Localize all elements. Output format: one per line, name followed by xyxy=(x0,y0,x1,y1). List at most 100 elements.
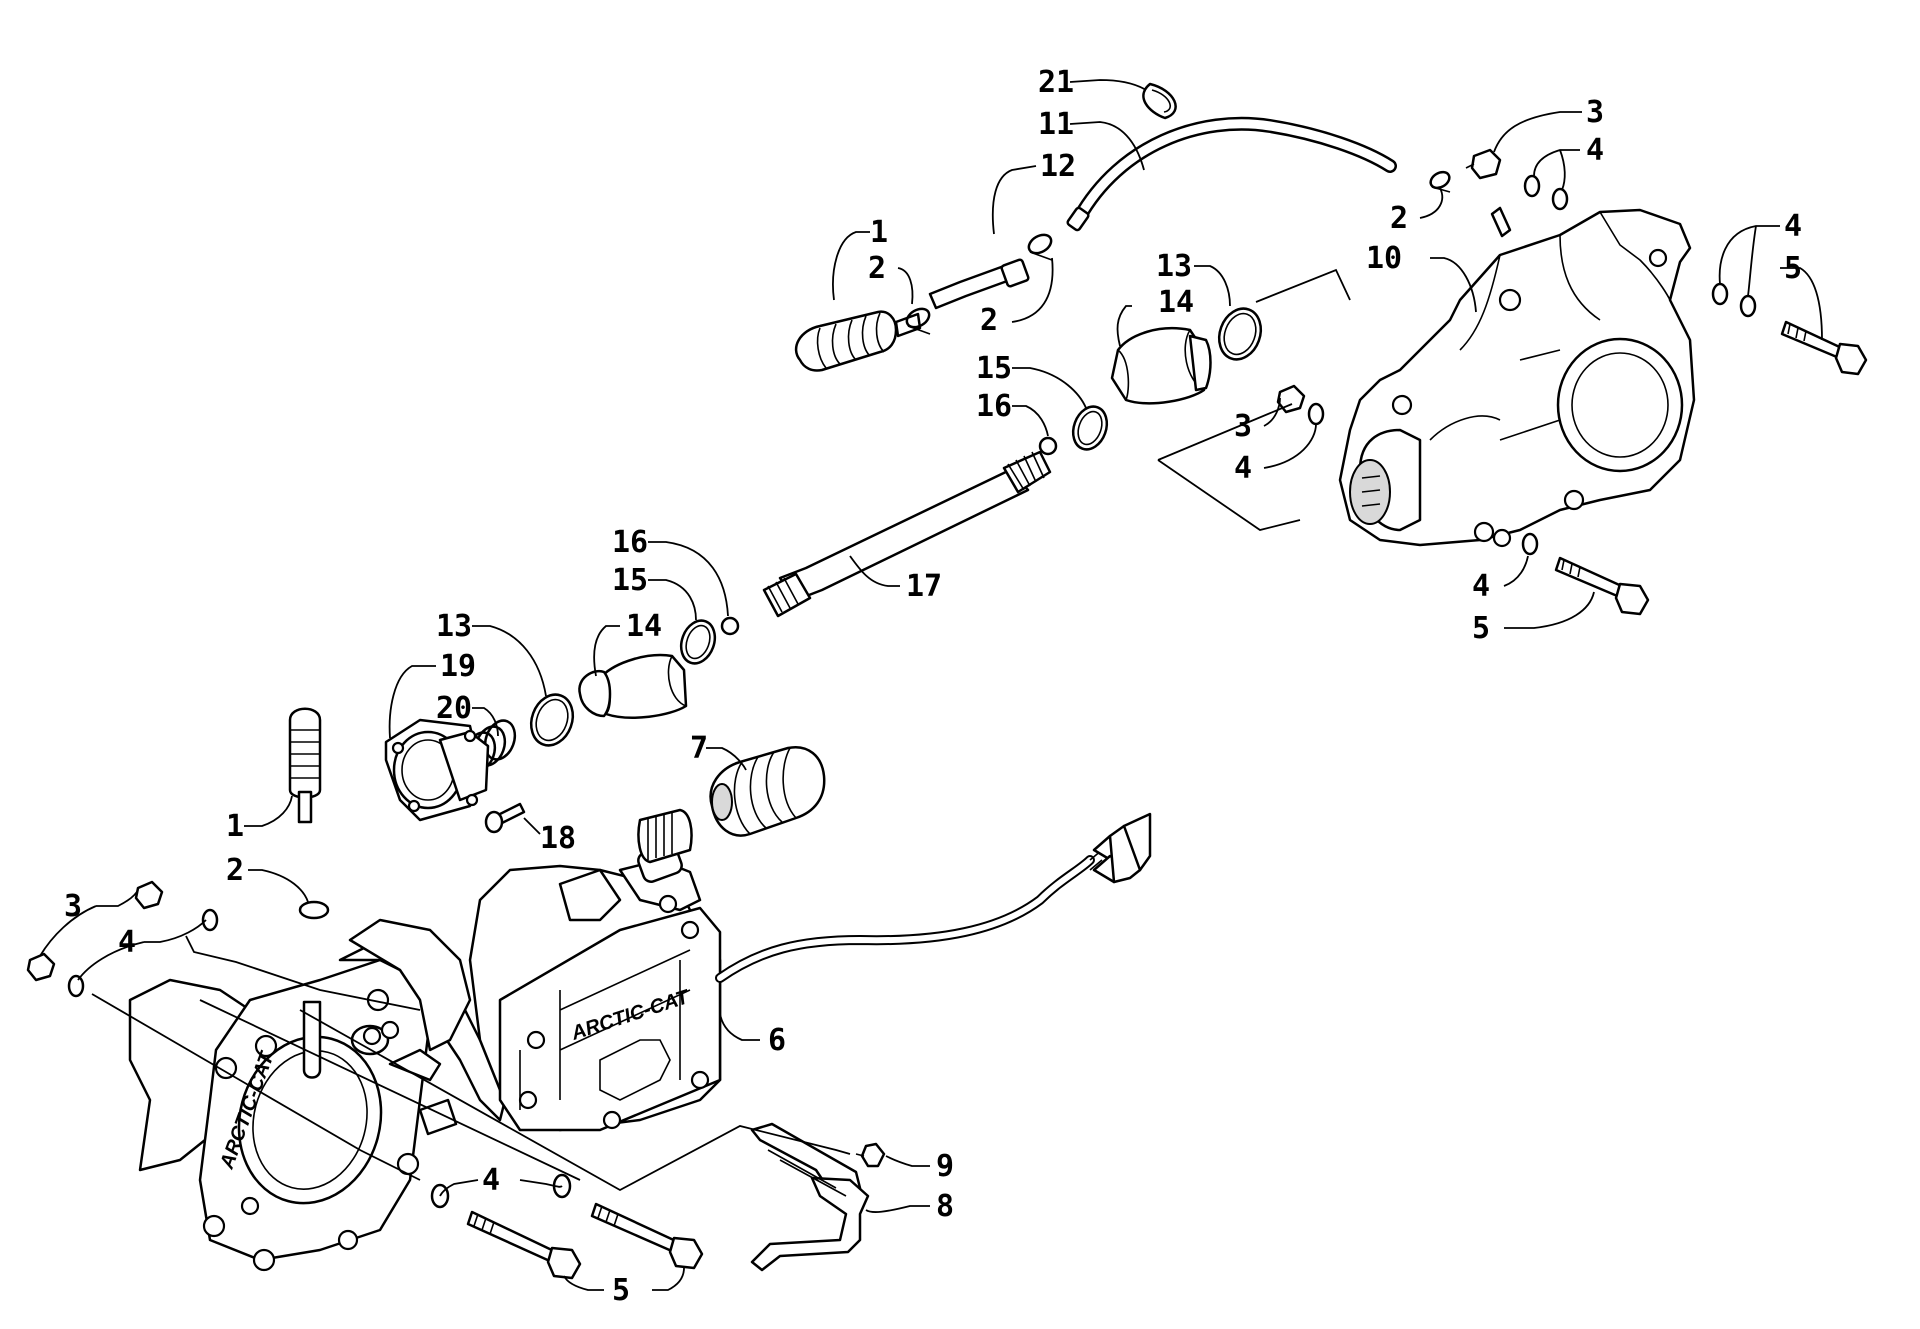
callout-4-lower-left: 4 xyxy=(77,919,207,981)
callout-2-lower: 2 xyxy=(226,853,309,903)
part-3-nut-mid-right xyxy=(1276,384,1306,414)
part-21-snap-ring xyxy=(1142,82,1177,120)
svg-text:18: 18 xyxy=(540,821,576,856)
svg-text:8: 8 xyxy=(936,1189,954,1224)
callout-13-lower: 13 xyxy=(436,609,547,697)
callout-15-upper: 15 xyxy=(976,351,1087,409)
callout-2-top-right: 2 xyxy=(1390,187,1444,236)
svg-text:4: 4 xyxy=(118,925,136,960)
svg-text:16: 16 xyxy=(976,389,1012,424)
part-2-clip-a xyxy=(905,307,931,335)
callout-10: 10 xyxy=(1366,241,1477,313)
svg-text:4: 4 xyxy=(482,1163,500,1198)
svg-text:3: 3 xyxy=(1586,95,1604,130)
svg-text:19: 19 xyxy=(440,649,476,684)
guide-line-upper-right xyxy=(1157,268,1351,531)
part-4-washer-lower-left-lower xyxy=(67,974,85,998)
svg-text:2: 2 xyxy=(868,251,886,286)
svg-text:15: 15 xyxy=(976,351,1012,386)
svg-text:5: 5 xyxy=(1784,251,1802,286)
svg-text:4: 4 xyxy=(1234,451,1252,486)
callout-20: 20 xyxy=(436,691,499,737)
callout-18: 18 xyxy=(523,817,576,856)
part-4-washer-far-right-b xyxy=(1739,294,1757,318)
part-2-clip-b xyxy=(1027,233,1053,261)
callout-8: 8 xyxy=(865,1189,954,1224)
part-4-washer-lower-left-upper xyxy=(201,908,219,932)
svg-text:2: 2 xyxy=(226,853,244,888)
callout-1-lower: 1 xyxy=(226,795,293,844)
part-3-nut-upper-right xyxy=(1465,148,1502,180)
part-14-boot-upper xyxy=(1110,326,1212,405)
callout-3-lower-left: 3 xyxy=(39,889,139,957)
callout-5-bottom: 5 xyxy=(563,1267,685,1308)
callout-21: 21 xyxy=(1038,65,1147,100)
svg-text:5: 5 xyxy=(612,1273,630,1308)
svg-text:11: 11 xyxy=(1038,107,1074,142)
part-5-bolt-bottom-a xyxy=(466,1210,582,1280)
part-19-retainer-housing xyxy=(384,718,490,822)
svg-text:14: 14 xyxy=(1158,285,1194,320)
part-12-cable-end xyxy=(928,258,1030,310)
part-3-nut-lower-left-upper xyxy=(134,880,164,910)
part-8-bracket xyxy=(750,1122,870,1272)
svg-text:20: 20 xyxy=(436,691,472,726)
svg-text:7: 7 xyxy=(690,731,708,766)
part-10-front-gear-case xyxy=(1338,206,1696,548)
part-1-rubber-boot-lower xyxy=(288,707,322,824)
callout-19: 19 xyxy=(388,649,476,739)
svg-text:14: 14 xyxy=(626,609,662,644)
part-15-ring-upper xyxy=(1071,405,1109,451)
svg-text:17: 17 xyxy=(906,569,942,604)
part-4-washer-upper-right-b xyxy=(1551,187,1569,211)
callout-3-top-right: 3 xyxy=(1493,95,1604,153)
part-16-plug-lower xyxy=(720,616,740,636)
part-14-boot-lower xyxy=(578,653,688,719)
callout-13-upper: 13 xyxy=(1156,249,1231,307)
callout-15-lower: 15 xyxy=(612,563,697,621)
part-5-bolt-far-right xyxy=(1780,320,1868,376)
gear-case-rear-housing: ARCTIC-CAT xyxy=(128,958,432,1272)
part-7-bellows-boot xyxy=(709,745,826,837)
part-1-rubber-boot-upper xyxy=(794,310,922,372)
svg-text:5: 5 xyxy=(1472,611,1490,646)
callout-4-mid-right: 4 xyxy=(1234,423,1317,486)
svg-text:6: 6 xyxy=(768,1023,786,1058)
callout-4-lower-right: 4 xyxy=(1472,555,1529,604)
part-4-washer-mid-right xyxy=(1307,402,1325,426)
part-18-screw xyxy=(484,802,526,834)
part-13-ring-upper xyxy=(1217,307,1263,361)
callout-2-top-a: 2 xyxy=(868,251,914,305)
svg-text:16: 16 xyxy=(612,525,648,560)
svg-text:10: 10 xyxy=(1366,241,1402,276)
part-5-bolt-bottom-b xyxy=(590,1202,704,1270)
callout-14-upper: 14 xyxy=(1116,285,1194,347)
part-3-nut-lower-left-lower xyxy=(26,952,56,982)
part-9-screw xyxy=(855,1142,886,1168)
svg-text:3: 3 xyxy=(64,889,82,924)
callout-2-top-b: 2 xyxy=(980,257,1054,338)
svg-text:12: 12 xyxy=(1040,149,1076,184)
callout-9: 9 xyxy=(885,1149,954,1184)
callout-12: 12 xyxy=(991,149,1076,235)
part-11-cable xyxy=(1066,116,1397,232)
svg-text:3: 3 xyxy=(1234,409,1252,444)
part-6-shift-actuator: ARCTIC-CAT xyxy=(468,808,722,1132)
callout-3-mid-right: 3 xyxy=(1234,397,1281,444)
part-15-ring-lower xyxy=(679,619,717,665)
svg-text:9: 9 xyxy=(936,1149,954,1184)
callout-16-lower: 16 xyxy=(612,525,729,617)
part-16-plug-upper xyxy=(1038,436,1058,456)
part-4-washer-lower-right xyxy=(1521,532,1539,556)
svg-text:1: 1 xyxy=(870,215,888,250)
guide-line-lower xyxy=(91,935,851,1192)
svg-text:15: 15 xyxy=(612,563,648,598)
callout-4-far-right: 4 xyxy=(1718,209,1802,297)
callout-6: 6 xyxy=(719,1013,786,1058)
part-17-drive-shaft xyxy=(762,450,1052,618)
svg-text:13: 13 xyxy=(436,609,472,644)
part-13-ring-lower xyxy=(529,693,575,747)
callout-1-top: 1 xyxy=(832,215,888,301)
svg-text:1: 1 xyxy=(226,809,244,844)
